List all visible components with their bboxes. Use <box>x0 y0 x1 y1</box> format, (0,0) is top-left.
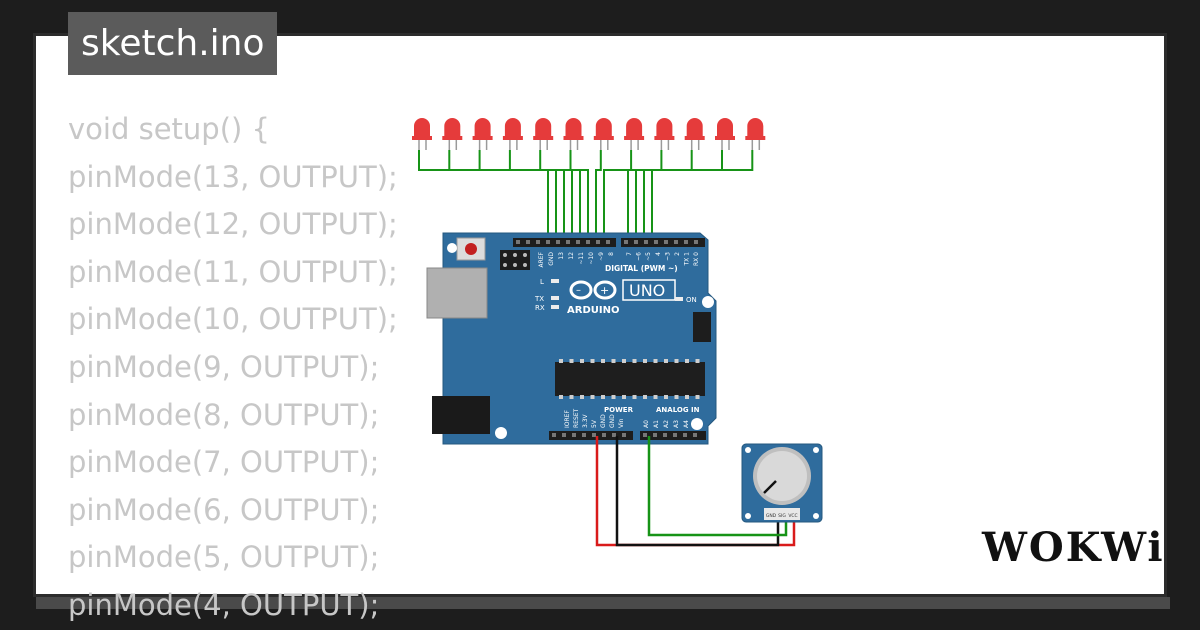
pin-label: RESET <box>573 408 580 428</box>
code-line: void setup() { <box>68 112 270 146</box>
pin-label: RX 0 <box>693 252 700 266</box>
project-preview-card: void setup() { pinMode(13, OUTPUT); pinMod… <box>33 33 1167 622</box>
arduino-infinity-logo <box>569 280 617 300</box>
led-on-label: ON <box>686 296 697 304</box>
led[interactable] <box>472 118 493 150</box>
pin-label: 13 <box>558 252 565 260</box>
code-line: pinMode(9, OUTPUT); <box>68 349 380 384</box>
pin-label: ~10 <box>588 252 595 265</box>
board-model-label: UNO <box>629 281 665 300</box>
board-brand-label: ARDUINO <box>567 305 619 316</box>
led-wire <box>478 150 565 241</box>
led-rx-label: RX <box>535 304 545 312</box>
led-rx-indicator <box>551 305 559 309</box>
led[interactable] <box>502 117 523 150</box>
code-line: pinMode(5, OUTPUT); <box>68 540 380 575</box>
led-wire <box>595 150 602 241</box>
pin-label: IOREF <box>564 410 571 428</box>
wire-a0 <box>647 436 788 537</box>
code-listing: void setup() { pinMode(13, OUTPUT); pinMod… <box>68 106 398 630</box>
pin-label: A0 <box>643 420 650 428</box>
pin-label: 3.3V <box>582 413 589 428</box>
pin-label: 2 <box>674 252 681 256</box>
code-line: pinMode(6, OUTPUT); <box>68 492 380 527</box>
led[interactable] <box>563 118 584 150</box>
led-wire <box>651 150 754 241</box>
led[interactable] <box>533 118 554 150</box>
pin-label: GND <box>609 414 616 428</box>
led[interactable] <box>654 118 675 150</box>
atmega-chip <box>555 362 705 396</box>
pin-label: 12 <box>568 252 575 260</box>
circuit-diagram: – + UNO ARDUINO DIGITAL (PWM ~) POWER AN… <box>412 117 823 547</box>
led-tx-label: TX <box>534 295 544 303</box>
card-shadow-edge <box>36 597 1170 609</box>
wokwi-logo: WOKWi <box>982 524 1165 571</box>
led[interactable] <box>442 118 463 150</box>
code-line: pinMode(7, OUTPUT); <box>68 445 380 480</box>
digital-header-right <box>621 238 705 247</box>
pin-label: ~11 <box>578 252 585 265</box>
pin-label: 4 <box>655 252 662 256</box>
led[interactable] <box>715 118 735 150</box>
pin-label: ~6 <box>636 252 643 261</box>
arduino-uno-board[interactable]: – + UNO ARDUINO DIGITAL (PWM ~) POWER AN… <box>426 232 717 445</box>
pin-label: GND <box>548 252 555 266</box>
power-header <box>549 431 633 440</box>
led[interactable] <box>593 118 614 150</box>
potentiometer-indicator <box>763 480 777 494</box>
led-wire <box>539 150 581 241</box>
pin-label: GND <box>600 414 607 428</box>
code-line: pinMode(8, OUTPUT); <box>68 397 380 432</box>
pin-label: ~9 <box>598 252 605 261</box>
pot-pin-label: VCC <box>788 513 797 519</box>
pot-pin-label: SIG <box>778 513 786 519</box>
pin-label: ~5 <box>645 252 652 261</box>
pin-label: Vin <box>618 418 625 428</box>
pin-label: A1 <box>653 420 660 428</box>
pot-wires <box>595 436 796 547</box>
led[interactable] <box>624 118 645 150</box>
led-wire <box>643 150 723 241</box>
digital-header-label: DIGITAL (PWM ~) <box>605 264 678 273</box>
power-jack <box>432 396 490 434</box>
pin-label: ~3 <box>664 252 671 261</box>
analog-label: ANALOG IN <box>656 406 700 414</box>
svg-text:–: – <box>576 285 581 296</box>
pin-label: A2 <box>663 420 670 428</box>
code-line: pinMode(13, OUTPUT); <box>68 159 398 194</box>
code-line: pinMode(4, OUTPUT); <box>68 587 380 622</box>
pin-label: 5V <box>591 419 598 428</box>
potentiometer-knob[interactable] <box>757 451 807 501</box>
digital-header-left <box>513 238 616 247</box>
code-line: pinMode(10, OUTPUT); <box>68 302 398 337</box>
pin-label: A4 <box>683 420 690 428</box>
code-line: pinMode(12, OUTPUT); <box>68 207 398 242</box>
led-l-indicator <box>551 279 559 283</box>
pot-pin-label: GND <box>766 513 777 519</box>
sketch-filename-tab[interactable]: sketch.ino <box>68 12 278 75</box>
led-wire <box>569 150 589 241</box>
pin-label: TX 1 <box>684 252 691 267</box>
led-tx-indicator <box>551 296 559 300</box>
svg-text:+: + <box>600 284 609 297</box>
usb-connector <box>426 267 488 319</box>
led[interactable] <box>745 118 766 150</box>
led-wire <box>418 150 549 241</box>
reset-button-cap[interactable] <box>465 243 477 255</box>
pin-label: 8 <box>608 252 615 256</box>
pin-label: 7 <box>626 252 633 256</box>
led-l-label: L <box>540 278 544 286</box>
wire-gnd <box>615 436 780 547</box>
led[interactable] <box>412 118 432 150</box>
led[interactable] <box>684 118 705 150</box>
led-on-indicator <box>675 297 683 301</box>
power-label: POWER <box>604 406 634 414</box>
pin-label: A3 <box>673 420 680 428</box>
pin-label: AREF <box>538 251 545 267</box>
code-line: pinMode(11, OUTPUT); <box>68 254 398 289</box>
led-wire <box>603 150 633 241</box>
